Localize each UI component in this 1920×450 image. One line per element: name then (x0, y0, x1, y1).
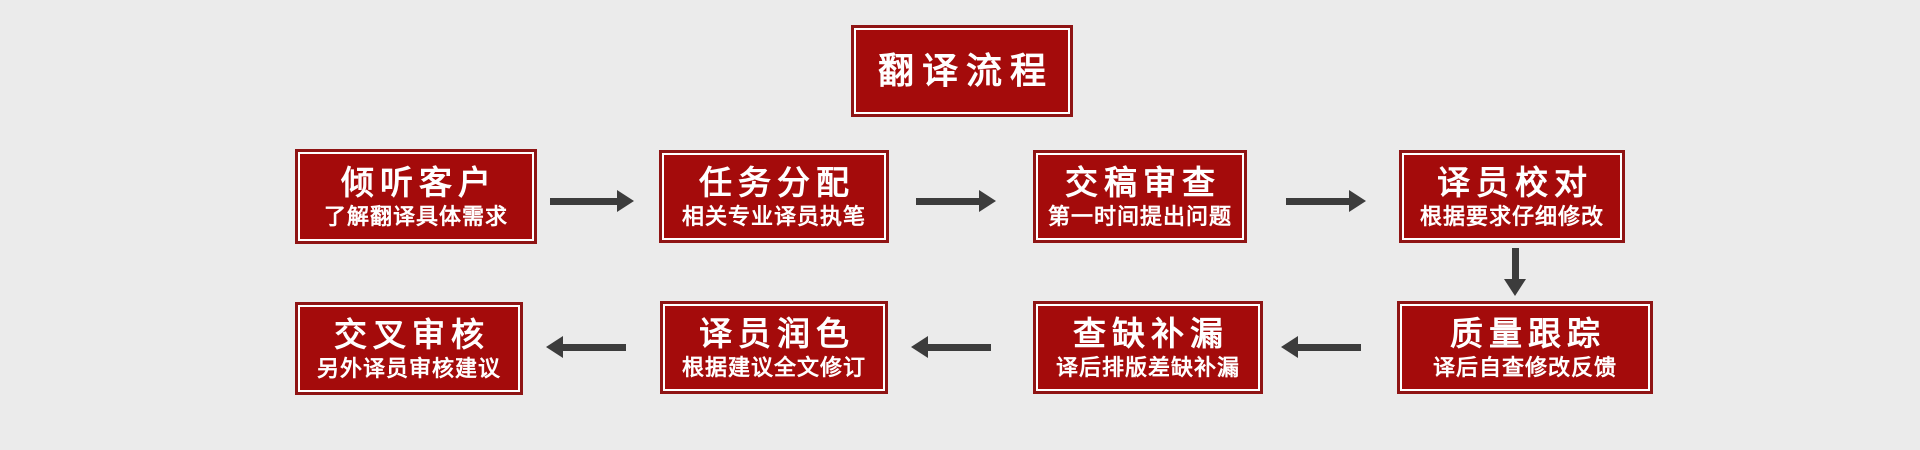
step-title: 查缺补漏 (1073, 314, 1229, 352)
step-title: 译员校对 (1437, 163, 1593, 201)
arrow-down-icon (1504, 248, 1526, 296)
step-title: 任务分配 (699, 163, 855, 201)
arrow-head (617, 190, 634, 212)
arrow-head (1349, 190, 1366, 212)
step-title: 倾听客户 (341, 163, 497, 201)
step-subtitle: 译后自查修改反馈 (1432, 354, 1617, 380)
step-box-translator-polishing: 译员润色 根据建议全文修订 (660, 301, 888, 394)
arrow-stem (1298, 343, 1361, 351)
step-box-quality-tracking: 质量跟踪 译后自查修改反馈 (1397, 301, 1653, 394)
step-subtitle: 根据要求仔细修改 (1419, 203, 1604, 229)
step-subtitle: 另外译员审核建议 (316, 355, 501, 381)
step-subtitle: 根据建议全文修订 (681, 354, 866, 380)
step-title: 交稿审查 (1065, 163, 1221, 201)
arrow-left-icon (546, 336, 626, 358)
step-box-task-assignment: 任务分配 相关专业译员执笔 (659, 150, 889, 243)
arrow-right-icon (550, 190, 634, 212)
step-subtitle: 译后排版差缺补漏 (1055, 354, 1240, 380)
step-title: 质量跟踪 (1450, 314, 1606, 352)
step-subtitle: 了解翻译具体需求 (323, 203, 508, 229)
arrow-stem (1511, 248, 1519, 279)
arrow-stem (550, 197, 617, 205)
step-subtitle: 第一时间提出问题 (1047, 203, 1232, 229)
arrow-stem (1286, 197, 1349, 205)
step-subtitle: 相关专业译员执笔 (681, 203, 866, 229)
arrow-stem (916, 197, 979, 205)
step-box-cross-review: 交叉审核 另外译员审核建议 (295, 302, 523, 395)
arrow-head (979, 190, 996, 212)
arrow-left-icon (911, 336, 991, 358)
step-title: 译员润色 (699, 314, 855, 352)
arrow-head (546, 336, 563, 358)
arrow-stem (563, 343, 626, 351)
arrow-head (911, 336, 928, 358)
arrow-right-icon (1286, 190, 1366, 212)
step-box-translator-proofreading: 译员校对 根据要求仔细修改 (1399, 150, 1625, 243)
step-box-draft-review: 交稿审查 第一时间提出问题 (1033, 150, 1247, 243)
step-box-listen-to-customer: 倾听客户 了解翻译具体需求 (295, 149, 537, 244)
arrow-left-icon (1281, 336, 1361, 358)
step-box-gap-filling: 查缺补漏 译后排版差缺补漏 (1033, 301, 1263, 394)
arrow-stem (928, 343, 991, 351)
flowchart-title: 翻译流程 (877, 50, 1054, 91)
arrow-head (1504, 279, 1526, 296)
arrow-head (1281, 336, 1298, 358)
step-title: 交叉审核 (334, 315, 490, 353)
flowchart-title-box: 翻译流程 (851, 25, 1073, 117)
arrow-right-icon (916, 190, 996, 212)
